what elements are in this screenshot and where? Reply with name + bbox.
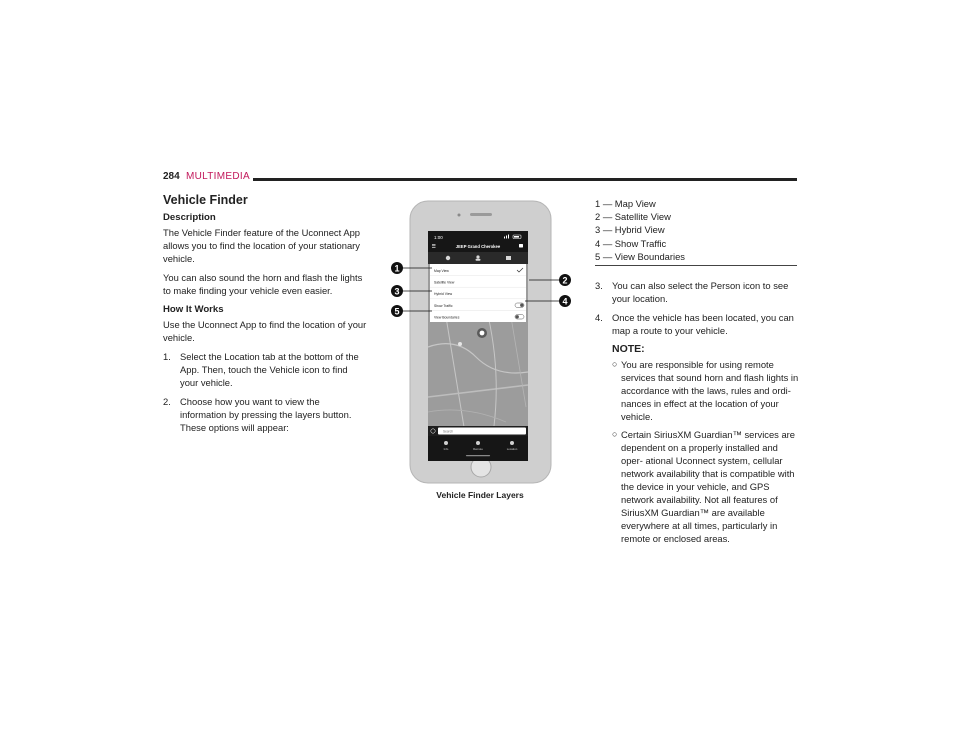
right-column: 1 — Map View 2 — Satellite View 3 — Hybr… — [595, 197, 799, 550]
description-paragraph-2: You can also sound the horn and flash th… — [163, 272, 363, 296]
page-header: 284 MULTIMEDIA — [163, 171, 797, 185]
checkmark-icon — [516, 267, 524, 273]
legend-item: 1 — Map View — [595, 198, 656, 209]
legend-item: 3 — Hybrid View — [595, 224, 665, 236]
callout-number: 2 — [562, 275, 567, 285]
header-rule — [253, 178, 797, 181]
callout-badge — [391, 262, 403, 274]
menu-item-show-traffic[interactable]: Show Traffic — [434, 304, 453, 308]
note-heading: NOTE: — [612, 342, 645, 355]
layers-icon — [506, 256, 511, 260]
page-title: Vehicle Finder — [163, 193, 248, 207]
legend-item: 4 — Show Traffic — [595, 237, 667, 249]
phone-figure: 1:00 JEEP Grand Cherokee — [386, 197, 576, 502]
home-indicator — [466, 455, 490, 457]
figure-caption: Vehicle Finder Layers — [436, 490, 524, 500]
step-number: 1. — [163, 351, 171, 362]
callout-badge — [559, 295, 571, 307]
phone-camera-icon — [457, 213, 461, 217]
message-icon — [519, 244, 523, 248]
step-text: You can also select the Person icon to s… — [612, 279, 789, 304]
callout-number: 4 — [562, 296, 567, 306]
nav-info-icon[interactable] — [444, 441, 448, 445]
step-text: Select the Location tab at the bottom of… — [180, 351, 359, 388]
bullet-icon: ○ — [612, 358, 618, 369]
how-it-works-paragraph: Use the Uconnect App to find the locatio… — [163, 319, 367, 343]
callout-number: 1 — [394, 263, 399, 273]
note-item: ○ You are responsible for using remote s… — [612, 358, 799, 423]
layers-menu — [430, 264, 526, 322]
signal-icon — [504, 236, 505, 239]
menu-item-hybrid-view[interactable]: Hybrid View — [434, 292, 453, 296]
user-location-marker — [458, 342, 462, 346]
battery-icon — [512, 234, 522, 239]
search-input[interactable] — [438, 427, 526, 435]
bullet-icon: ○ — [612, 428, 618, 439]
menu-item-view-boundaries[interactable]: View Boundaries — [434, 315, 460, 319]
phone-speaker — [470, 213, 492, 216]
callout-number: 5 — [394, 306, 399, 316]
hamburger-menu-icon — [432, 244, 436, 245]
step-item: 1. Select the Location tab at the bottom… — [163, 350, 368, 389]
locate-icon[interactable] — [430, 428, 436, 434]
step-item: 3. You can also select the Person icon t… — [595, 279, 799, 305]
phone-illustration: 1:00 JEEP Grand Cherokee — [391, 200, 571, 484]
step-number: 2. — [163, 396, 171, 407]
phone-status-time: 1:00 — [434, 235, 443, 240]
legend-item: 2 — Satellite View — [595, 211, 671, 223]
nav-location-label: Location — [507, 447, 518, 451]
note-text: You are responsible for using remote ser… — [621, 358, 799, 422]
nav-remote-label: Remote — [473, 447, 483, 451]
step-item: 2. Choose how you want to view the infor… — [163, 395, 368, 434]
vehicle-icon — [445, 255, 451, 261]
step-number: 4. — [595, 311, 603, 323]
legend-item: 5 — View Boundaries — [595, 250, 685, 262]
legend-divider — [595, 264, 797, 266]
description-heading: Description — [163, 212, 216, 223]
section-title: MULTIMEDIA — [186, 171, 250, 182]
step-number: 3. — [595, 279, 603, 291]
page-number: 284 — [163, 171, 180, 182]
step-text: Choose how you want to view the informat… — [180, 396, 352, 433]
search-placeholder: Search — [443, 429, 453, 433]
callout-badge — [559, 274, 571, 286]
menu-item-satellite-view[interactable]: Satellite View — [434, 281, 455, 285]
how-it-works-heading: How It Works — [163, 304, 224, 315]
step-text: Once the vehicle has been located, you c… — [612, 311, 794, 336]
callout-badge — [391, 305, 403, 317]
step-item: 4. Once the vehicle has been located, yo… — [595, 311, 799, 337]
phone-app-title: JEEP Grand Cherokee — [456, 244, 501, 249]
nav-info-label: Info — [444, 447, 449, 451]
nav-remote-icon[interactable] — [476, 441, 480, 445]
callout-badge — [391, 285, 403, 297]
note-text: Certain SiriusXM Guardian™ services are … — [621, 428, 796, 544]
menu-item-map-view[interactable]: Map View — [434, 269, 449, 273]
nav-location-icon[interactable] — [510, 441, 514, 445]
person-icon — [476, 255, 480, 259]
legend-list: 1 — Map View 2 — Satellite View 3 — Hybr… — [595, 197, 799, 266]
note-item: ○ Certain SiriusXM Guardian™ services ar… — [612, 428, 799, 545]
left-column: Vehicle Finder Description The Vehicle F… — [163, 194, 368, 440]
description-paragraph-1: The Vehicle Finder feature of the Uconne… — [163, 227, 360, 264]
step-list: 3. You can also select the Person icon t… — [595, 279, 799, 337]
callout-number: 3 — [394, 286, 399, 296]
